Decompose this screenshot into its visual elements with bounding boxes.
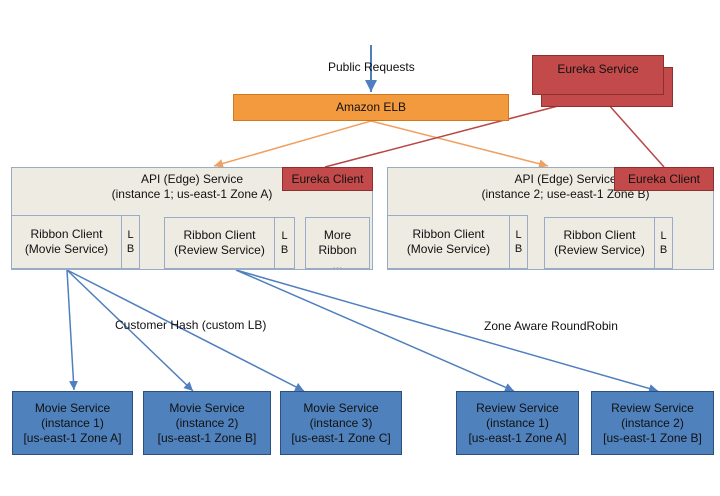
ribbon-movie-1-line1: Ribbon Client	[30, 227, 103, 241]
amazon-elb: Amazon ELB	[233, 94, 509, 121]
movie-service-1: Movie Service (instance 1) [us-east-1 Zo…	[12, 391, 133, 455]
eureka-client-2: Eureka Client	[614, 167, 714, 191]
eureka-client1-line	[324, 92, 601, 168]
more-ribbon: More Ribbon ...	[305, 217, 370, 269]
service-instance: (instance 1)	[486, 415, 549, 430]
service-name: Movie Service	[169, 400, 245, 415]
zone-roundrobin-label: Zone Aware RoundRobin	[484, 319, 618, 333]
lb-review-1: L B	[274, 217, 295, 269]
eureka-client2-line	[599, 94, 665, 168]
lb-l: L	[660, 230, 667, 242]
edge2-title: API (Edge) Service	[514, 172, 617, 186]
ribbon-movie-2-line1: Ribbon Client	[412, 227, 485, 241]
lb-b: B	[126, 243, 135, 255]
edge1-title: API (Edge) Service	[140, 172, 244, 186]
service-zone: [us-east-1 Zone C]	[291, 430, 391, 445]
more-ribbon-line2: Ribbon	[318, 243, 357, 257]
service-name: Review Service	[611, 400, 694, 415]
service-name: Movie Service	[34, 400, 111, 415]
movie-lb-arrow-1	[66, 269, 78, 391]
lb-b: B	[514, 243, 523, 255]
ribbon-client-movie-1: Ribbon Client (Movie Service)	[11, 215, 122, 269]
service-instance: (instance 1)	[41, 415, 104, 430]
ribbon-client-review-1: Ribbon Client (Review Service)	[164, 217, 275, 269]
review-service-2: Review Service (instance 2) [us-east-1 Z…	[591, 391, 714, 455]
lb-l: L	[281, 230, 288, 242]
lb-movie-1: L B	[121, 215, 140, 269]
ribbon-movie-1-line2: (Movie Service)	[24, 242, 109, 256]
movie-service-3: Movie Service (instance 3) [us-east-1 Zo…	[280, 391, 402, 455]
eureka-client-1: Eureka Client	[282, 167, 373, 191]
lb-b: B	[280, 244, 289, 256]
eureka-client-1-label: Eureka Client	[291, 171, 364, 186]
lb-b: B	[659, 244, 668, 256]
service-name: Movie Service	[303, 400, 379, 415]
customer-hash-label: Customer Hash (custom LB)	[115, 318, 267, 332]
movie-lb-arrow-3	[66, 269, 305, 392]
ribbon-movie-2-line2: (Movie Service)	[406, 242, 491, 256]
review-service-1: Review Service (instance 1) [us-east-1 Z…	[456, 391, 579, 455]
ribbon-review-1-line2: (Review Service)	[174, 243, 265, 257]
lb-l: L	[515, 229, 522, 241]
lb-review-2: L B	[654, 217, 673, 269]
service-instance: (instance 2)	[175, 415, 239, 430]
service-instance: (instance 3)	[309, 415, 373, 430]
service-zone: [us-east-1 Zone A]	[23, 430, 122, 445]
service-name: Review Service	[476, 400, 559, 415]
movie-lb-arrow-2	[66, 269, 194, 392]
public-requests-label: Public Requests	[328, 60, 415, 74]
edge1-subtitle: (instance 1; us-east-1 Zone A)	[111, 187, 273, 201]
amazon-elb-label: Amazon ELB	[335, 100, 407, 114]
more-ribbon-line3: ...	[332, 258, 343, 269]
review-lb-arrow-2	[235, 269, 659, 393]
elb-to-edge1-arrow	[213, 120, 372, 168]
ribbon-review-1-line1: Ribbon Client	[183, 228, 256, 242]
review-lb-arrow-1	[235, 269, 515, 392]
service-instance: (instance 2)	[621, 415, 684, 430]
movie-service-2: Movie Service (instance 2) [us-east-1 Zo…	[143, 391, 271, 455]
elb-to-edge2-arrow	[370, 120, 549, 169]
edge2-subtitle: (instance 2; use-east-1 Zone B)	[481, 187, 650, 201]
lb-movie-2: L B	[509, 215, 528, 269]
ribbon-review-2-line2: (Review Service)	[554, 243, 645, 257]
eureka-service-label: Eureka Service	[557, 62, 639, 76]
service-zone: [us-east-1 Zone B]	[157, 430, 257, 445]
ribbon-review-2-line1: Ribbon Client	[563, 228, 636, 242]
service-zone: [us-east-1 Zone A]	[468, 430, 567, 445]
service-zone: [us-east-1 Zone B]	[603, 430, 702, 445]
eureka-client-2-label: Eureka Client	[627, 171, 701, 186]
ribbon-client-review-2: Ribbon Client (Review Service)	[544, 217, 655, 269]
eureka-service: Eureka Service	[532, 55, 664, 95]
lb-l: L	[127, 229, 134, 241]
ribbon-client-movie-2: Ribbon Client (Movie Service)	[387, 215, 510, 269]
more-ribbon-line1: More	[323, 228, 352, 242]
